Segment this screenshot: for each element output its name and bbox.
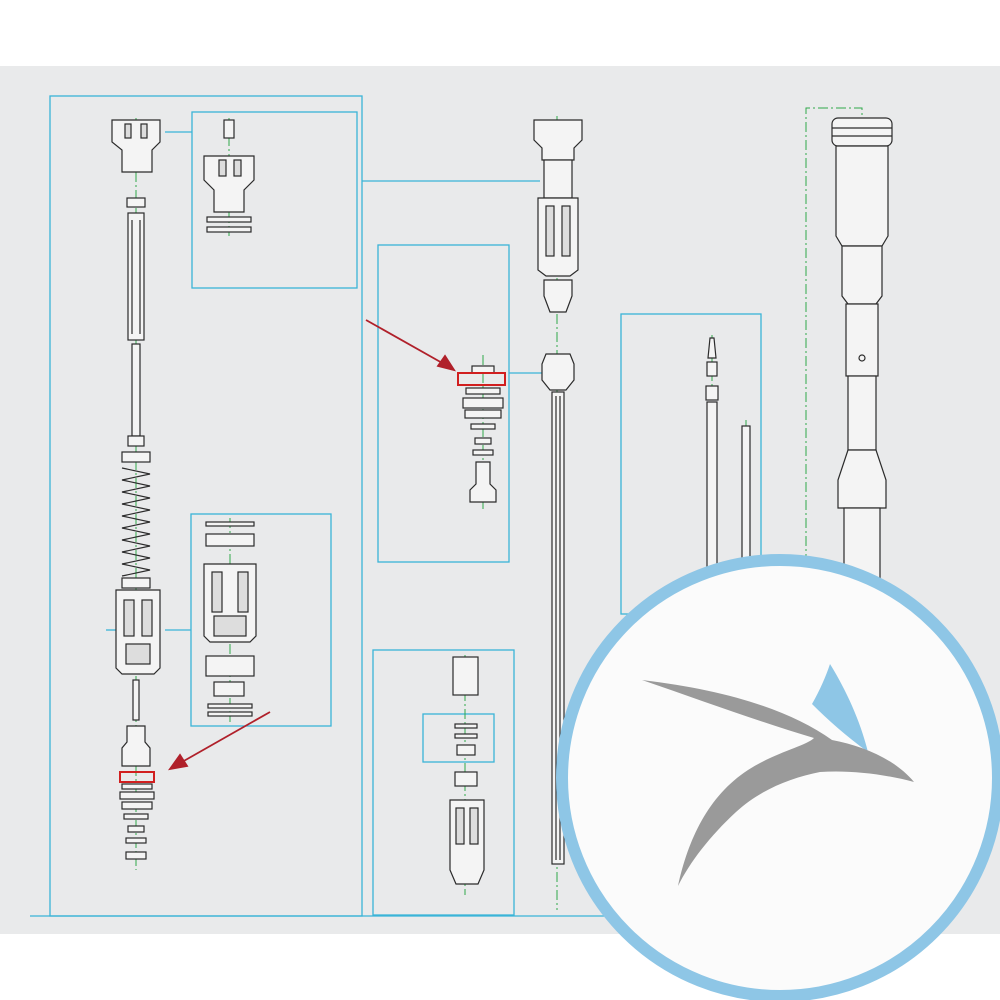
shim <box>464 409 502 419</box>
shim <box>127 825 145 833</box>
shim <box>465 387 501 395</box>
screw <box>223 119 235 139</box>
spacer <box>456 744 476 756</box>
frame-center-valve-detail <box>377 244 510 563</box>
seal-ring-left <box>119 771 155 783</box>
arrow-left <box>181 711 271 763</box>
cap-slot <box>233 159 242 177</box>
spacer <box>205 655 255 677</box>
frame-bottom-detail <box>372 649 515 916</box>
o-ring <box>207 711 253 717</box>
body-window <box>125 643 151 665</box>
cartridge-top-cap <box>533 119 583 161</box>
cartridge-window <box>545 205 555 257</box>
shim <box>119 791 155 800</box>
shim <box>462 397 504 409</box>
spring-seat <box>121 451 151 463</box>
cartridge-valve-head <box>541 353 575 391</box>
thin-rod <box>131 343 141 437</box>
cartridge-body <box>537 197 579 277</box>
logo-badge <box>556 554 1000 1000</box>
top-cap-detail-parts <box>203 119 255 233</box>
fork-cap <box>831 117 893 147</box>
left-assembly-parts <box>111 119 161 860</box>
housing-window <box>469 807 479 845</box>
arrow-head <box>436 354 456 372</box>
frame-top-cap-detail <box>191 111 358 289</box>
o-ring <box>454 733 478 739</box>
piston-holder <box>121 725 151 767</box>
mid-tube <box>841 245 883 305</box>
frame-body-detail <box>190 513 332 727</box>
top-cap <box>111 119 161 173</box>
body-detail-parts <box>203 521 257 717</box>
o-ring <box>206 226 252 233</box>
needle <box>132 679 140 721</box>
shim <box>121 801 153 810</box>
cap-slot <box>140 123 148 139</box>
frame-bottom-subdetail <box>422 713 495 763</box>
rod-collar <box>127 435 145 447</box>
center-valve-parts <box>462 365 504 503</box>
o-ring <box>207 703 253 709</box>
body-window <box>211 571 223 613</box>
stanchion <box>847 375 877 451</box>
cap-slot <box>124 123 132 139</box>
top-bushing <box>452 656 479 696</box>
needle-tip <box>707 337 717 359</box>
washer <box>126 197 146 208</box>
bird-icon <box>642 664 914 886</box>
nut <box>213 681 245 697</box>
ring <box>205 521 255 527</box>
body-window <box>237 571 249 613</box>
shim <box>125 837 147 844</box>
cartridge-window <box>561 205 571 257</box>
frame-group <box>30 95 762 917</box>
shim <box>121 783 153 790</box>
arrow-center <box>365 319 445 365</box>
shim <box>125 851 147 860</box>
arrow-head <box>167 753 189 771</box>
coil-spring <box>121 467 151 577</box>
body-insert <box>213 615 247 637</box>
housing-window <box>455 807 465 845</box>
fork-tube <box>831 117 893 599</box>
bird-accent <box>812 664 868 752</box>
upper-rod <box>127 212 145 341</box>
tube-section <box>845 303 879 377</box>
shim <box>123 813 149 820</box>
cartridge-upper-tube <box>543 159 573 199</box>
bushing <box>205 533 255 547</box>
lower-flare <box>837 449 887 509</box>
arrow-group <box>167 319 456 771</box>
o-ring <box>206 216 252 223</box>
bleed-hole <box>858 354 866 362</box>
o-ring <box>454 723 478 729</box>
bottom-housing <box>449 799 485 885</box>
spring-seat <box>121 577 151 589</box>
valve-stem <box>469 461 497 503</box>
bushing <box>454 771 478 787</box>
cap-slot <box>218 159 227 177</box>
shim <box>474 437 492 445</box>
cartridge-foot <box>543 279 573 313</box>
needle-collar <box>705 385 719 401</box>
shim <box>472 449 494 456</box>
body-window <box>123 599 135 637</box>
top-nut <box>471 365 495 374</box>
bird-body <box>642 680 914 886</box>
needle-collar <box>706 361 718 377</box>
body-window <box>141 599 153 637</box>
shim <box>470 423 496 430</box>
upper-tube <box>835 145 889 247</box>
seal-ring-center <box>457 372 506 386</box>
bottom-detail-parts <box>449 656 485 885</box>
highlight-group <box>119 372 506 783</box>
